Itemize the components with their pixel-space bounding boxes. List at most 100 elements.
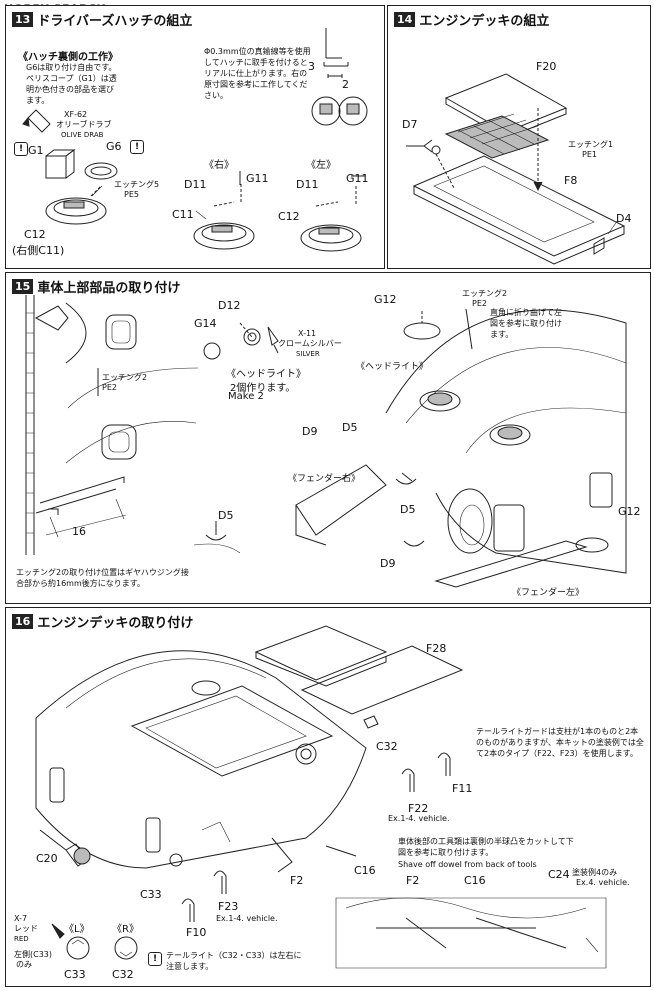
step-13-caution-icon: ! bbox=[14, 142, 28, 156]
part-g12-b: G12 bbox=[618, 505, 641, 518]
step-13-paint-code: XF-62 bbox=[64, 110, 88, 119]
step-15-fender-left: 《フェンダー左》 bbox=[512, 588, 585, 598]
step-13-illustration bbox=[22, 28, 368, 252]
part-f2: F2 bbox=[290, 874, 304, 887]
dim-3: 3 bbox=[308, 60, 315, 73]
part-f8: F8 bbox=[564, 174, 578, 187]
step-15-headlight-label: 《ヘッドライト》 bbox=[226, 369, 306, 380]
part-g14: G14 bbox=[194, 317, 217, 330]
step-13-right-label: 《右》 bbox=[204, 160, 234, 171]
step-14-header: 14 エンジンデッキの組立 bbox=[394, 10, 549, 29]
step-15-make-en: Make 2 bbox=[228, 391, 264, 402]
step-14-etch-code: PE1 bbox=[582, 150, 597, 159]
step-13-paint-en: OLIVE DRAB bbox=[61, 131, 104, 139]
part-c32: C32 bbox=[376, 740, 398, 753]
part-g11-b: G11 bbox=[346, 172, 369, 185]
part-c33: C33 bbox=[140, 888, 162, 901]
step-16-panel: 16 エンジンデッキの取り付け bbox=[5, 607, 651, 987]
step-13-subtitle: 《ハッチ裏側の工作》 bbox=[18, 52, 118, 63]
step-15-dim-16: 16 bbox=[72, 525, 86, 538]
part-d9-b: D9 bbox=[380, 557, 396, 570]
part-d5-a: D5 bbox=[342, 421, 358, 434]
step-15-number: 15 bbox=[12, 279, 34, 294]
step-13-note-2: Φ0.3mm位の真鍮線等を使用してハッチに取手を付けるとリアルに仕上がります。右… bbox=[204, 47, 311, 100]
part-d11-a: D11 bbox=[184, 178, 207, 191]
step-16-paint-en: RED bbox=[14, 935, 29, 943]
part-c16-inset: C16 bbox=[464, 874, 486, 887]
part-f2-inset: F2 bbox=[406, 874, 420, 887]
step-13-panel: 13 ドライバーズハッチの組立 bbox=[5, 5, 385, 269]
part-c16: C16 bbox=[354, 864, 376, 877]
part-d5-b: D5 bbox=[218, 509, 234, 522]
step-16-left-side-2: のみ bbox=[16, 960, 32, 969]
step-14-title: エンジンデッキの組立 bbox=[419, 14, 550, 29]
part-c20: C20 bbox=[36, 852, 58, 865]
part-d7: D7 bbox=[402, 118, 418, 131]
part-c24: C24 bbox=[548, 868, 570, 881]
step-15-make-ja: 2個作ります。 bbox=[230, 383, 296, 394]
step-16-number: 16 bbox=[12, 614, 34, 629]
step-15-note-position: エッチング2の取り付け位置はギヤハウジング接合部から約16mm後方になります。 bbox=[16, 568, 189, 588]
step-16-tail-note: テールライト（C32・C33）は左右に注意します。 bbox=[166, 951, 302, 971]
part-d9-a: D9 bbox=[302, 425, 318, 438]
step-16-illustration bbox=[35, 625, 607, 969]
step-16-paint-ja: レッド bbox=[14, 924, 38, 933]
step-16-title: エンジンデッキの取り付け bbox=[37, 616, 194, 631]
step-15-etch-b-ja: エッチング2 bbox=[462, 289, 508, 298]
dim-2: 2 bbox=[342, 78, 349, 91]
part-d4: D4 bbox=[616, 212, 632, 225]
step-16-ex14-a: Ex.1-4. vehicle. bbox=[388, 814, 450, 823]
step-15-note-bend: 直角に折り曲げて左図を参考に取り付けます。 bbox=[490, 308, 562, 339]
part-g12-a: G12 bbox=[374, 293, 397, 306]
part-f10: F10 bbox=[186, 926, 207, 939]
step-13-header: 13 ドライバーズハッチの組立 bbox=[12, 10, 192, 29]
step-13-caution-icon-2: ! bbox=[130, 140, 144, 154]
part-f11: F11 bbox=[452, 782, 473, 795]
part-c12-right-note: (右側C11) bbox=[12, 244, 65, 257]
step-15-title: 車体上部部品の取り付け bbox=[37, 281, 181, 296]
step-15-etch-a-code: PE2 bbox=[102, 383, 117, 392]
step-14-illustration bbox=[406, 73, 626, 265]
step-15-paint-code: X-11 bbox=[298, 329, 317, 338]
step-16-note-guard: テールライトガードは支柱が1本のものと2本のものがありますが、本キットの塗装例で… bbox=[476, 727, 644, 758]
part-f23: F23 bbox=[218, 900, 239, 913]
part-d12: D12 bbox=[218, 299, 241, 312]
part-c32-bottom: C32 bbox=[112, 968, 134, 981]
step-15-illustration bbox=[25, 295, 627, 588]
part-g11-a: G11 bbox=[246, 172, 269, 185]
step-16-r-label: 《R》 bbox=[112, 924, 139, 935]
step-15-etch-b-code: PE2 bbox=[472, 299, 487, 308]
part-c33-bottom: C33 bbox=[64, 968, 86, 981]
step-15-fender-right: 《フェンダー右》 bbox=[288, 474, 361, 484]
step-15-headlight-label-2: 《ヘッドライト》 bbox=[356, 362, 429, 372]
step-13-etch-ja: エッチング5 bbox=[114, 180, 160, 189]
part-g6: G6 bbox=[106, 140, 122, 153]
part-d5-c: D5 bbox=[400, 503, 416, 516]
step-15-paint-en: SILVER bbox=[296, 350, 320, 358]
step-16-c24-note-en: Ex.4. vehicle. bbox=[576, 878, 630, 887]
step-16-ex14-b: Ex.1-4. vehicle. bbox=[216, 914, 278, 923]
step-13-title: ドライバーズハッチの組立 bbox=[37, 14, 193, 29]
step-14-number: 14 bbox=[394, 12, 416, 27]
part-d11-b: D11 bbox=[296, 178, 319, 191]
step-13-number: 13 bbox=[12, 12, 34, 27]
step-13-etch-code: PE5 bbox=[124, 190, 139, 199]
step-13-left-label: 《左》 bbox=[306, 160, 336, 171]
step-16-note-tools-en: Shave off dowel from back of tools bbox=[398, 860, 537, 869]
part-g1: G1 bbox=[28, 144, 44, 157]
step-13-paint-ja: オリーブドラブ bbox=[56, 120, 112, 129]
step-16-left-side: 左側(C33) bbox=[14, 950, 53, 959]
step-15-paint-ja: クロームシルバー bbox=[278, 339, 342, 348]
step-16-note-tools-ja: 車体後部の工具類は裏側の半球凸をカットして下図を参考に取り付けます。 bbox=[398, 837, 574, 857]
step-16-l-label: 《L》 bbox=[64, 924, 90, 935]
step-16-c24-note-ja: 塗装例4のみ bbox=[572, 868, 618, 877]
step-14-panel: 14 エンジンデッキの組立 F20 D7 エッチング1 bbox=[387, 5, 651, 269]
step-15-header: 15 車体上部部品の取り付け bbox=[12, 277, 180, 296]
step-15-etch-a-ja: エッチング2 bbox=[102, 373, 148, 382]
step-14-etch-ja: エッチング1 bbox=[568, 140, 614, 149]
step-16-paint-code: X-7 bbox=[14, 914, 28, 923]
step-16-caution-icon: ! bbox=[148, 952, 162, 966]
part-c11: C11 bbox=[172, 208, 194, 221]
step-13-note: G6は取り付け自由です。ペリスコープ（G1）は透明か色付きの部品を選びます。 bbox=[26, 63, 117, 105]
